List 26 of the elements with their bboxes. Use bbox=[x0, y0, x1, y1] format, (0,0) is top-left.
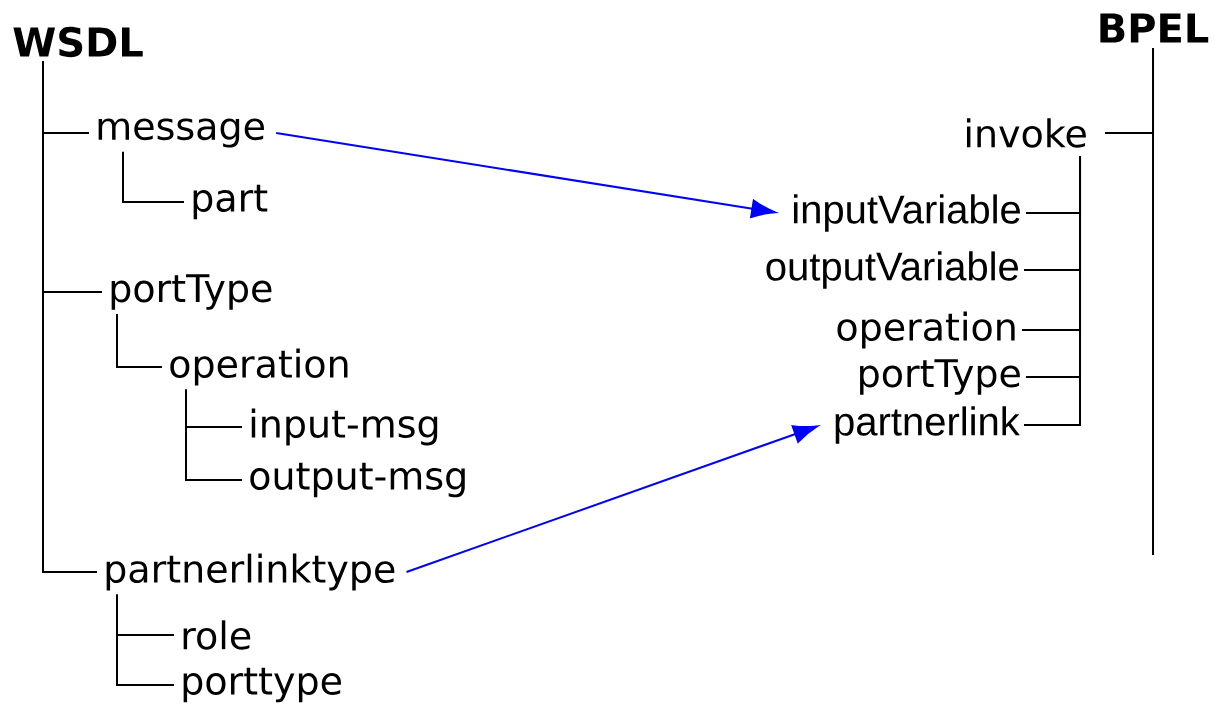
tree-line bbox=[116, 313, 163, 368]
arrow bbox=[405, 425, 818, 573]
tree-line bbox=[122, 150, 185, 203]
tree-line bbox=[116, 593, 175, 686]
tree-label: operation bbox=[837, 311, 1015, 349]
tree-label: input-msg bbox=[251, 408, 438, 446]
tree-label: message bbox=[98, 118, 264, 148]
tree-line bbox=[185, 388, 243, 481]
tree-label: part bbox=[193, 184, 268, 220]
tree-label: role bbox=[183, 620, 251, 650]
tree-line bbox=[1023, 154, 1081, 426]
arrow bbox=[275, 132, 776, 218]
tree-label: output-msg bbox=[250, 462, 465, 498]
tree-heading: WSDL bbox=[13, 26, 143, 58]
tree-label: invoke bbox=[967, 118, 1086, 148]
tree-label: outputVariable bbox=[766, 251, 1018, 289]
tree-label: portType bbox=[111, 274, 272, 310]
tree-label: portType bbox=[860, 359, 1020, 395]
tree-heading: BPEL bbox=[1100, 13, 1209, 43]
tree-label: partnerlinktype bbox=[106, 553, 395, 591]
tree-label: inputVariable bbox=[793, 194, 1020, 232]
tree-line bbox=[1104, 47, 1154, 134]
tree-label: partnerlink bbox=[835, 406, 1020, 444]
tree-label: porttype bbox=[183, 667, 341, 703]
tree-label: operation bbox=[170, 348, 348, 386]
tree-line bbox=[42, 60, 98, 573]
